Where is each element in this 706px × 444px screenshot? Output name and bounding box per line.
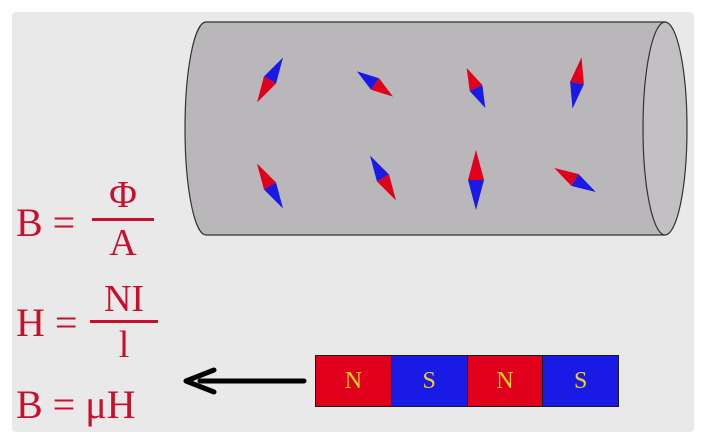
magnet-segment-south-1: S xyxy=(391,356,468,406)
compass-needle xyxy=(554,168,596,192)
compass-needle xyxy=(466,68,486,108)
magnet-segment-north-2: N xyxy=(467,356,544,406)
equation-h-lhs: H = xyxy=(16,300,78,345)
magnet-segment-north-1: N xyxy=(316,356,392,406)
equation-b-denominator: A xyxy=(109,222,137,264)
equation-b-numerator: Φ xyxy=(109,174,137,216)
compass-needle xyxy=(257,57,283,103)
cylinder-body xyxy=(184,21,666,236)
equation-h-fraction-bar xyxy=(90,320,158,323)
compass-needle xyxy=(356,71,394,97)
left-arrow-icon xyxy=(183,367,307,395)
compass-needles xyxy=(257,57,596,210)
equation-b-lhs: B = xyxy=(16,200,76,245)
equation-h-denominator: l xyxy=(118,324,130,366)
compass-needle xyxy=(570,57,584,109)
equation-b-fraction-bar xyxy=(92,218,154,221)
compass-needle xyxy=(468,150,484,210)
magnet-segment-south-2: S xyxy=(543,356,618,406)
compass-needle xyxy=(257,163,283,209)
equation-h-numerator: NI xyxy=(103,278,145,320)
cylinder-end-cap xyxy=(642,21,688,236)
equation-b-mu-h: B = μH xyxy=(16,382,136,427)
compass-needle xyxy=(370,155,396,201)
bar-magnet: N S N S xyxy=(316,356,618,406)
